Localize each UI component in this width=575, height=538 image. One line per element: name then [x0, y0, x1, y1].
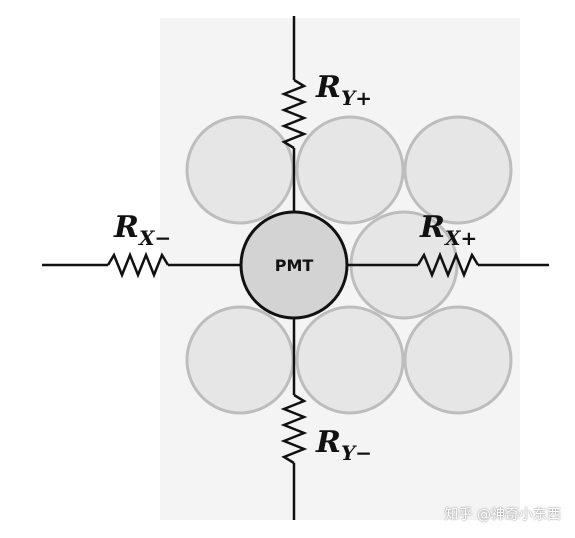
neighbor-pmt-top-right: [403, 115, 513, 225]
watermark: 知乎 @神奇小东西: [444, 507, 561, 523]
label-r-x-plus: RX+: [419, 210, 477, 250]
label-r-x-minus-main: R: [113, 210, 139, 245]
resistor-y-plus-zigzag: [280, 78, 308, 150]
resistor-y-minus-zigzag: [280, 393, 308, 465]
center-pmt: [239, 210, 349, 320]
neighbor-pmt-bottom-right: [403, 305, 513, 415]
neighbor-pmt-top-center: [295, 115, 405, 225]
center-pmt-label: PMT: [275, 256, 314, 275]
label-r-x-plus-sub: X+: [443, 226, 477, 250]
label-r-y-minus: RY−: [315, 425, 372, 465]
label-r-y-minus-sub: Y−: [341, 441, 372, 465]
label-r-y-plus-sub: Y+: [341, 86, 372, 110]
resistor-x-minus-zigzag: [106, 251, 170, 279]
label-r-x-minus-sub: X−: [137, 226, 171, 250]
neighbor-pmt-top-left: [185, 115, 295, 225]
neighbor-pmt-bottom-center: [295, 305, 405, 415]
label-r-x-minus: RX−: [113, 210, 171, 250]
label-r-y-minus-main: R: [315, 425, 341, 460]
label-r-y-plus-main: R: [315, 70, 341, 105]
label-r-x-plus-main: R: [419, 210, 445, 245]
neighbor-pmt-bottom-left: [185, 305, 295, 415]
wiring: [42, 16, 549, 520]
label-r-y-plus: RY+: [315, 70, 372, 110]
resistor-x-plus-zigzag: [416, 251, 480, 279]
neighbor-pmt-array: [185, 115, 513, 415]
